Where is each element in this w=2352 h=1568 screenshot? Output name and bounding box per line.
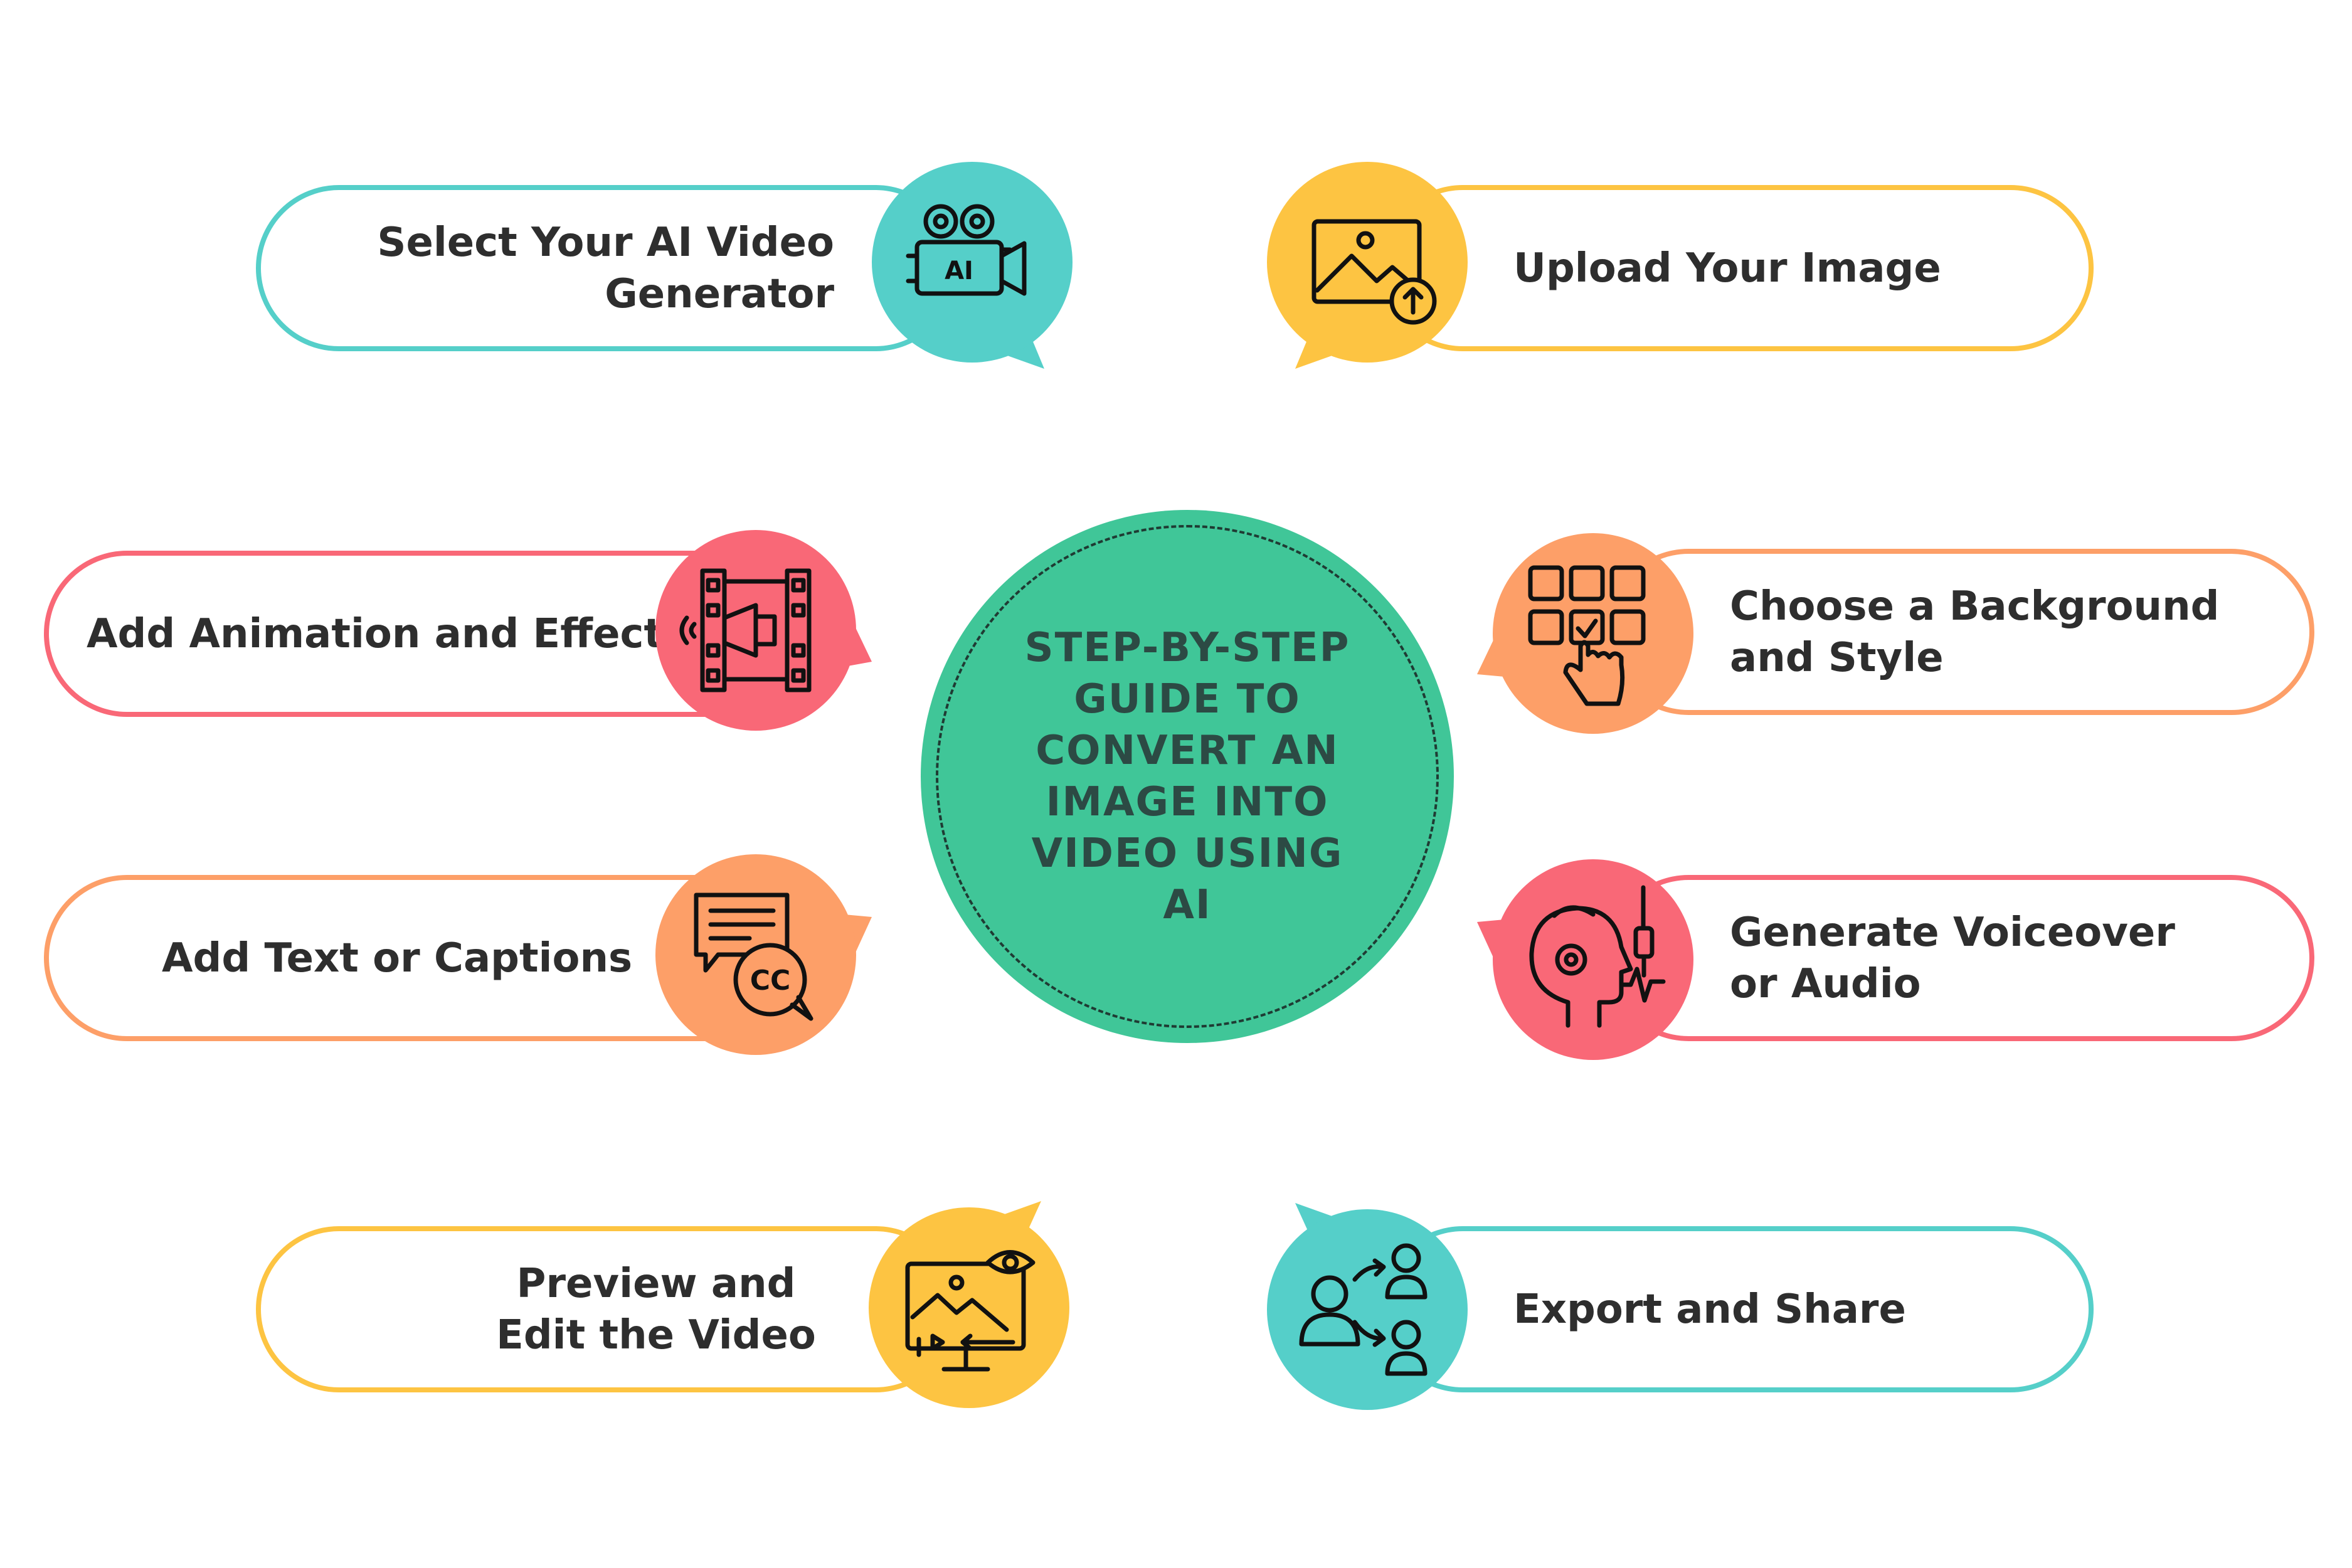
center-title-line: GUIDE TO xyxy=(1074,676,1301,723)
ai-label: AI xyxy=(945,257,973,285)
image-upload-icon xyxy=(1311,219,1437,325)
step-add-text-bubble: CC xyxy=(655,854,872,1055)
center-title-line: VIDEO USING xyxy=(1031,830,1343,877)
step-label: Add Text or Captions xyxy=(162,880,632,1036)
step-preview-edit-pill: Preview and Edit the Video xyxy=(256,1226,958,1392)
step-upload-image-bubble xyxy=(1267,162,1468,369)
step-choose-background-pill: Choose a Background and Style xyxy=(1606,549,2314,715)
center-title-line: AI xyxy=(1163,882,1212,928)
step-label-line: Preview and xyxy=(516,1260,796,1307)
step-preview-edit-bubble xyxy=(869,1201,1069,1408)
share-people-icon xyxy=(1299,1243,1428,1376)
step-label-line: Generate Voiceover xyxy=(1730,909,2175,956)
step-label-line: Generator xyxy=(605,270,834,317)
cc-label: CC xyxy=(750,965,791,997)
step-export-share-pill: Export and Share xyxy=(1380,1226,2094,1392)
step-label: Choose a Background and Style xyxy=(1730,554,2219,710)
film-megaphone-icon xyxy=(679,568,812,692)
step-label-line: Add Text or Captions xyxy=(162,935,633,982)
center-title: STEP-BY-STEP GUIDE TO CONVERT AN IMAGE I… xyxy=(977,510,1397,1043)
step-generate-voiceover-pill: Generate Voiceover or Audio xyxy=(1606,875,2314,1041)
step-label-line: and Style xyxy=(1730,634,1944,681)
ai-video-camera-icon xyxy=(906,204,1027,296)
step-label-line: Upload Your Image xyxy=(1513,245,1941,292)
center-title-line: IMAGE INTO xyxy=(1046,779,1329,825)
grid-select-icon xyxy=(1528,565,1646,706)
voice-head-icon xyxy=(1529,885,1666,1028)
step-label-line: Choose a Background xyxy=(1730,583,2220,630)
step-label-line: Select Your AI Video xyxy=(377,219,834,266)
step-label-line: Add Animation and Effects xyxy=(87,610,687,657)
step-label: Generate Voiceover or Audio xyxy=(1730,880,2175,1036)
step-label: Upload Your Image xyxy=(1513,190,1941,346)
step-select-generator-pill: Select Your AI Video Generator xyxy=(256,185,958,351)
step-label-line: Export and Share xyxy=(1513,1286,1906,1333)
step-label: Select Your AI Video Generator xyxy=(377,190,834,346)
step-select-generator-bubble: AI xyxy=(872,162,1073,369)
center-title-line: STEP-BY-STEP xyxy=(1024,625,1350,671)
step-add-animation-bubble xyxy=(655,530,872,731)
step-label: Export and Share xyxy=(1513,1231,1906,1387)
step-label-line: Edit the Video xyxy=(496,1311,816,1359)
step-export-share-bubble xyxy=(1267,1203,1468,1410)
step-choose-background-bubble xyxy=(1477,533,1693,734)
captions-icon xyxy=(694,893,813,1021)
step-label: Add Animation and Effects xyxy=(87,556,687,712)
center-title-circle: STEP-BY-STEP GUIDE TO CONVERT AN IMAGE I… xyxy=(921,510,1454,1043)
monitor-preview-icon xyxy=(905,1250,1036,1372)
step-generate-voiceover-bubble xyxy=(1477,859,1693,1060)
step-upload-image-pill: Upload Your Image xyxy=(1380,185,2094,351)
dashed-ring xyxy=(936,525,1439,1028)
step-label-line: or Audio xyxy=(1730,960,1921,1007)
step-label: Preview and Edit the Video xyxy=(496,1231,816,1387)
center-title-line: CONVERT AN xyxy=(1036,728,1339,774)
